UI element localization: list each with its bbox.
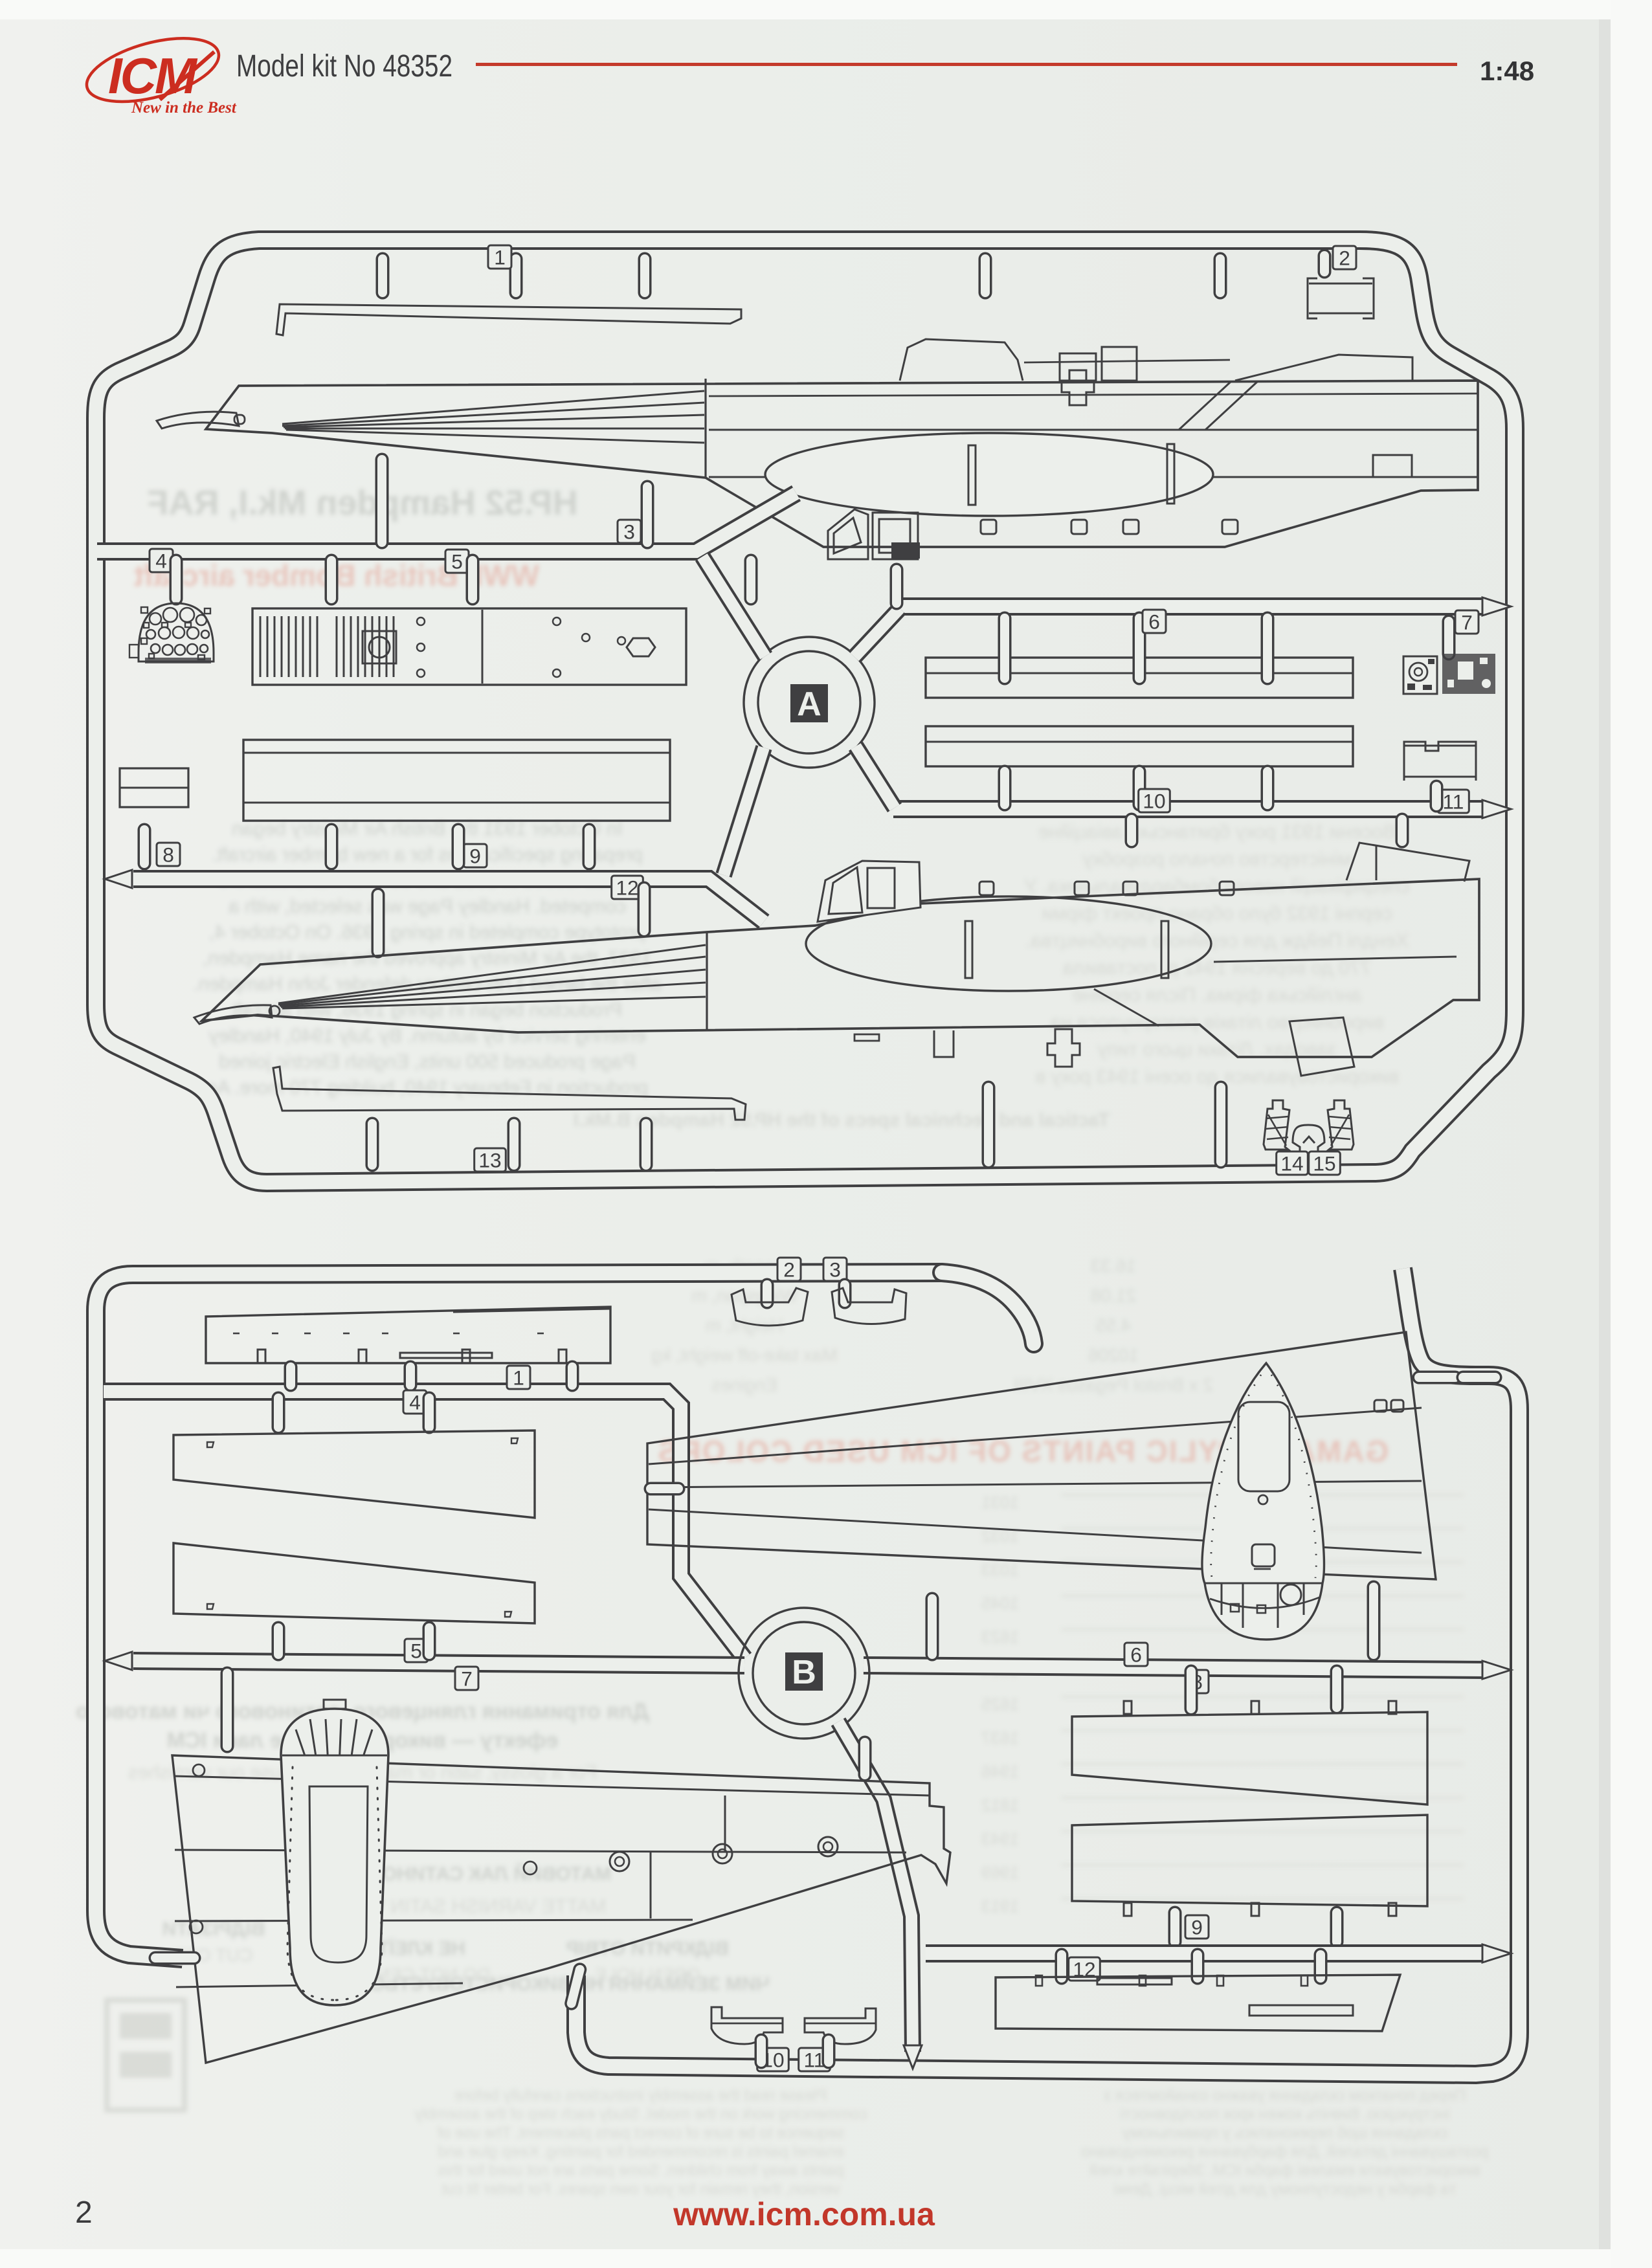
svg-text:9: 9 bbox=[1191, 1916, 1203, 1939]
svg-text:1: 1 bbox=[494, 246, 506, 269]
svg-text:3: 3 bbox=[623, 520, 635, 544]
svg-text:2: 2 bbox=[1339, 247, 1350, 270]
svg-text:A: A bbox=[797, 685, 821, 723]
svg-text:1812: 1812 bbox=[981, 1796, 1019, 1815]
svg-text:1946: 1946 bbox=[981, 1762, 1019, 1781]
svg-text:та фарби у недоступному для ді: та фарби у недоступному для дітей місці.… bbox=[1113, 2181, 1456, 2198]
svg-text:5: 5 bbox=[451, 550, 463, 573]
svg-text:New in the Best: New in the Best bbox=[131, 99, 237, 117]
svg-text:5: 5 bbox=[410, 1640, 422, 1663]
svg-text:виробництво літаків розгорнуло: виробництво літаків розгорнулося на bbox=[1050, 1012, 1383, 1033]
svg-text:Please read the assembly instr: Please read the assembly instructions ca… bbox=[455, 2087, 827, 2104]
svg-text:міністерство почало розробку: міністерство почало розробку bbox=[1083, 849, 1352, 870]
svg-text:enamel paints is recommended f: enamel paints is recommended for paintin… bbox=[438, 2143, 843, 2161]
svg-text:1625: 1625 bbox=[981, 1695, 1019, 1714]
svg-text:ВІДРІЗАТИ: ВІДРІЗАТИ bbox=[162, 1918, 265, 1940]
svg-text:1943: 1943 bbox=[981, 1829, 1019, 1849]
svg-text:4: 4 bbox=[409, 1391, 421, 1414]
svg-text:4: 4 bbox=[155, 550, 167, 573]
svg-text:OPEN HOLE: OPEN HOLE bbox=[594, 1964, 700, 1984]
svg-text:15: 15 bbox=[1313, 1152, 1335, 1175]
svg-text:Max take-off weight, kg: Max take-off weight, kg bbox=[651, 1345, 837, 1365]
svg-text:1:48: 1:48 bbox=[1480, 56, 1534, 86]
svg-text:1623: 1623 bbox=[981, 1627, 1019, 1647]
svg-text:1045: 1045 bbox=[981, 1594, 1019, 1613]
svg-text:commencing work on the model.: commencing work on the model. Study each… bbox=[414, 2106, 867, 2123]
svg-text:Engines: Engines bbox=[711, 1375, 777, 1395]
svg-text:Восени 1931 року британське ав: Восени 1931 року британське авіаційне bbox=[1038, 821, 1396, 843]
svg-text:Page produced 500 units, Engli: Page produced 500 units, English Electri… bbox=[219, 1051, 636, 1073]
svg-text:Tactical and Technical specs o: Tactical and Technical specs of the HP.5… bbox=[574, 1109, 1110, 1131]
svg-text:prototype completed in spring: prototype completed in spring 1936. On O… bbox=[209, 922, 645, 943]
svg-text:специфікацій нового бомбардува: специфікацій нового бомбардувальника. У bbox=[1024, 876, 1409, 897]
svg-text:серпні 1932 було обрано проект: серпні 1932 було обрано проект фірми bbox=[1042, 903, 1392, 924]
svg-text:7: 7 bbox=[461, 1667, 473, 1691]
svg-text:Model kit No 48352: Model kit No 48352 bbox=[236, 49, 452, 83]
svg-text:1033: 1033 bbox=[981, 1560, 1019, 1579]
svg-text:3: 3 bbox=[829, 1258, 841, 1282]
svg-text:preparing specifications for a: preparing specifications for a new bombe… bbox=[212, 844, 642, 865]
svg-text:9: 9 bbox=[469, 845, 481, 868]
svg-text:12: 12 bbox=[616, 876, 638, 900]
svg-text:version, they remain for your: version, they remain for your own spares… bbox=[441, 2181, 840, 2198]
svg-text:after the famed 17th-century d: after the famed 17th-century defender Jo… bbox=[193, 973, 662, 995]
svg-text:використовувати емалеві фарби: використовувати емалеві фарби ІСМ. Збері… bbox=[1089, 2162, 1480, 2179]
svg-text:інструкцією. Вивчіть кожен кро: інструкцією. Вивчіть кожен крок послідов… bbox=[1120, 2106, 1449, 2123]
svg-text:entering service by autumn. By: entering service by autumn. By July 1940… bbox=[208, 1025, 645, 1047]
svg-text:paints away from children. Som: paints away from children. Some parts ar… bbox=[438, 2162, 844, 2179]
svg-text:1969: 1969 bbox=[981, 1863, 1019, 1882]
svg-text:16.33: 16.33 bbox=[1091, 1256, 1136, 1276]
svg-text:21.08: 21.08 bbox=[1091, 1285, 1136, 1306]
svg-text:7: 7 bbox=[1461, 611, 1473, 634]
svg-text:2: 2 bbox=[783, 1258, 795, 1282]
svg-text:складання щоб переконатись у п: складання щоб переконатись у правильному bbox=[1122, 2124, 1447, 2142]
svg-text:Перед початком складання уважн: Перед початком складання уважно ознайомт… bbox=[1104, 2087, 1466, 2104]
svg-text:1913: 1913 bbox=[981, 1896, 1019, 1916]
svg-text:sequence to be sure of correct: sequence to be sure of correct parts pla… bbox=[438, 2124, 844, 2142]
svg-text:розташуванні деталей. Для фарб: розташуванні деталей. Для фарбування рек… bbox=[1081, 2143, 1488, 2161]
svg-text:11: 11 bbox=[1443, 790, 1464, 814]
svg-text:11: 11 bbox=[804, 2049, 825, 2072]
svg-text:6: 6 bbox=[1148, 610, 1160, 634]
svg-text:10206: 10206 bbox=[1088, 1345, 1139, 1365]
svg-text:www.icm.com.ua: www.icm.com.ua bbox=[673, 2196, 935, 2232]
svg-text:6: 6 bbox=[1130, 1643, 1142, 1667]
svg-text:2: 2 bbox=[75, 2196, 93, 2230]
svg-text:HP.52 Hampden Mk.I, RAF: HP.52 Hampden Mk.I, RAF bbox=[147, 484, 577, 522]
svg-text:770 до вересня 1942 р. постави: 770 до вересня 1942 р. поставила bbox=[1063, 957, 1371, 979]
svg-text:1: 1 bbox=[513, 1366, 524, 1390]
svg-text:англійська фірма. Після серійн: англійська фірма. Після серійне bbox=[1073, 984, 1361, 1006]
svg-text:14: 14 bbox=[1280, 1152, 1303, 1175]
svg-text:10: 10 bbox=[1143, 790, 1165, 813]
svg-text:competed. Handley Page was sel: competed. Handley Page was selected, wit… bbox=[229, 896, 626, 917]
svg-text:1937, the Air Ministry approve: 1937, the Air Ministry approved the name… bbox=[203, 948, 652, 969]
svg-text:13: 13 bbox=[478, 1149, 501, 1172]
svg-text:8: 8 bbox=[162, 843, 174, 867]
svg-text:Хендлі Пейдж для серійного вир: Хендлі Пейдж для серійного виробництва. bbox=[1025, 930, 1409, 951]
svg-text:1031: 1031 bbox=[981, 1493, 1019, 1512]
svg-text:B: B bbox=[792, 1654, 816, 1691]
svg-text:1637: 1637 bbox=[981, 1728, 1019, 1748]
svg-text:4.55: 4.55 bbox=[1096, 1315, 1132, 1335]
